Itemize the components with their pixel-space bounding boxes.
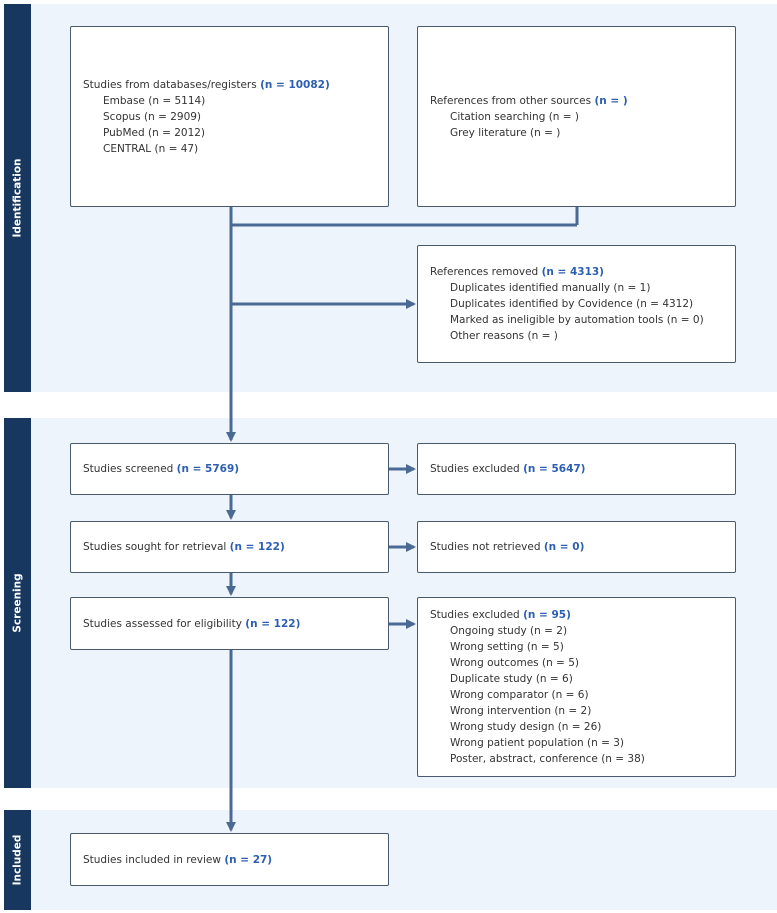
excluded-screening-box: Studies excluded (n = 5647)	[417, 443, 736, 495]
identification-tab: Identification	[4, 4, 31, 392]
excluded-eligibility-title: Studies excluded	[430, 609, 520, 621]
other-sources-box: References from other sources (n = ) Cit…	[417, 26, 736, 207]
not-retrieved-count: (n = 0)	[543, 541, 585, 553]
other-sources-item-citation: Citation searching (n = )	[450, 110, 580, 123]
databases-item-embase: Embase (n = 5114)	[103, 94, 206, 107]
databases-count: (n = 10082)	[260, 78, 330, 91]
removed-count: (n = 4313)	[541, 266, 604, 278]
included-count: (n = 27)	[224, 853, 273, 866]
exclusion-reason: Wrong intervention (n = 2)	[450, 705, 592, 717]
databases-item-pubmed: PubMed (n = 2012)	[103, 126, 206, 139]
excluded-screening-title: Studies excluded	[430, 463, 520, 475]
exclusion-reason: Duplicate study (n = 6)	[450, 673, 573, 685]
included-box: Studies included in review (n = 27)	[70, 833, 389, 886]
sought-box: Studies sought for retrieval (n = 122)	[70, 521, 389, 573]
exclusion-reason: Wrong setting (n = 5)	[450, 641, 564, 653]
databases-title: Studies from databases/registers	[83, 78, 257, 91]
databases-item-scopus: Scopus (n = 2909)	[103, 110, 202, 123]
excluded-screening-count: (n = 5647)	[523, 463, 586, 475]
removed-item-automation: Marked as ineligible by automation tools…	[450, 314, 704, 326]
not-retrieved-box: Studies not retrieved (n = 0)	[417, 521, 736, 573]
exclusion-reason: Wrong comparator (n = 6)	[450, 689, 589, 701]
removed-item-covidence: Duplicates identified by Covidence (n = …	[450, 298, 694, 310]
other-sources-title: References from other sources	[430, 94, 592, 107]
removed-item-manual: Duplicates identified manually (n = 1)	[450, 282, 651, 294]
screening-tab: Screening	[4, 418, 31, 788]
databases-box: Studies from databases/registers (n = 10…	[70, 26, 389, 207]
other-sources-count: (n = )	[594, 94, 628, 107]
assessed-count: (n = 122)	[245, 617, 301, 630]
screened-title: Studies screened	[83, 463, 174, 475]
excluded-eligibility-box: Studies excluded (n = 95) Ongoing study …	[417, 597, 736, 777]
included-title: Studies included in review	[83, 853, 221, 866]
exclusion-reason: Wrong study design (n = 26)	[450, 721, 602, 733]
removed-item-other: Other reasons (n = )	[450, 330, 558, 342]
assessed-title: Studies assessed for eligibility	[83, 617, 242, 630]
excluded-eligibility-count: (n = 95)	[523, 609, 571, 621]
exclusion-reason: Ongoing study (n = 2)	[450, 625, 568, 637]
databases-item-central: CENTRAL (n = 47)	[103, 142, 199, 155]
not-retrieved-title: Studies not retrieved	[430, 541, 541, 553]
other-sources-item-grey: Grey literature (n = )	[450, 126, 561, 139]
screened-count: (n = 5769)	[176, 463, 240, 475]
exclusion-reason: Wrong outcomes (n = 5)	[450, 657, 579, 669]
included-tab: Included	[4, 810, 31, 910]
exclusion-reason: Poster, abstract, conference (n = 38)	[450, 753, 645, 765]
sought-title: Studies sought for retrieval	[83, 541, 227, 553]
exclusion-reason: Wrong patient population (n = 3)	[450, 737, 624, 749]
removed-box: References removed (n = 4313) Duplicates…	[417, 245, 736, 363]
removed-title: References removed	[430, 266, 539, 278]
sought-count: (n = 122)	[229, 541, 285, 553]
assessed-box: Studies assessed for eligibility (n = 12…	[70, 597, 389, 650]
screened-box: Studies screened (n = 5769)	[70, 443, 389, 495]
